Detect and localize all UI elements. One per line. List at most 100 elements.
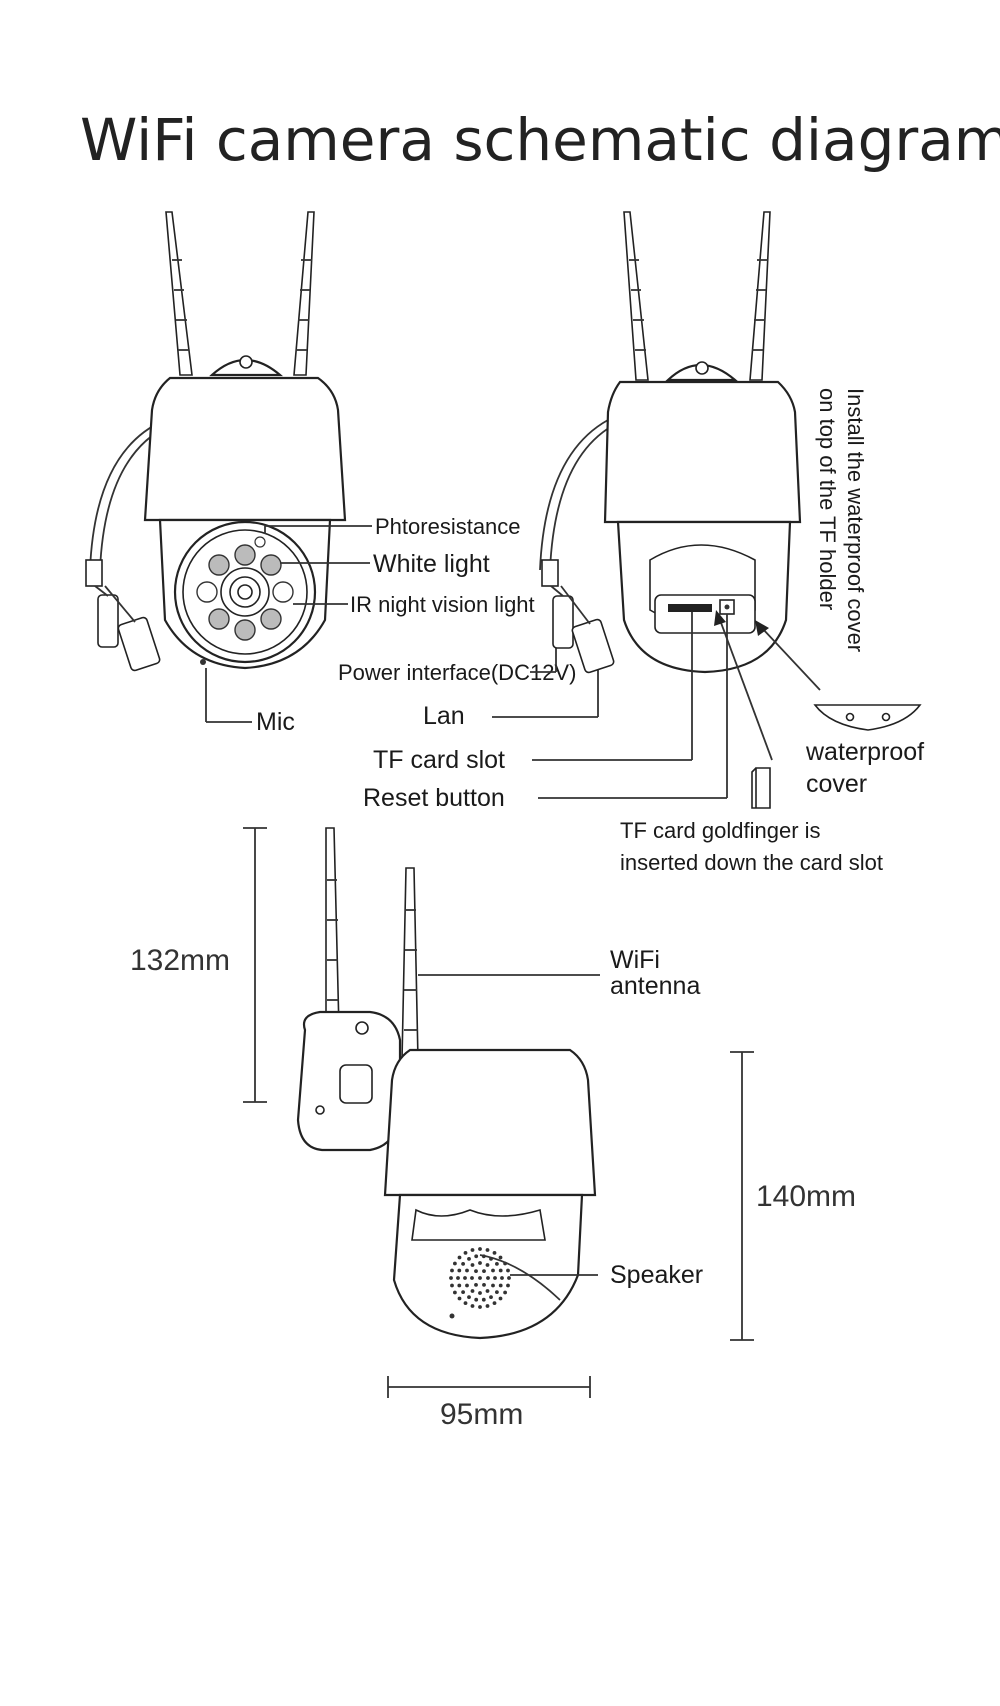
speaker-hole <box>503 1261 507 1266</box>
side-view-camera <box>296 827 597 1340</box>
speaker-hole <box>491 1283 495 1288</box>
speaker-hole <box>485 1263 490 1267</box>
speaker-hole <box>470 1276 474 1280</box>
speaker-hole <box>495 1290 499 1294</box>
rear-antenna-right <box>749 211 771 381</box>
speaker-hole <box>474 1283 478 1287</box>
speaker-hole <box>465 1283 469 1288</box>
speaker-hole <box>453 1290 457 1295</box>
install-note: Install the waterproof cover on top of t… <box>815 388 868 652</box>
speaker-hole <box>478 1291 482 1295</box>
label-reset-button: Reset button <box>363 784 505 812</box>
speaker-hole <box>485 1304 490 1308</box>
waterproof-cover-part <box>813 704 922 731</box>
label-phtoresistance: Phtoresistance <box>375 514 521 539</box>
speaker-hole <box>491 1268 495 1273</box>
speaker-hole <box>478 1276 482 1280</box>
front-view-camera <box>85 211 347 672</box>
label-goldfinger-line2: inserted down the card slot <box>620 850 883 875</box>
tf-card-slot-opening <box>668 604 712 612</box>
dim-body-height: 140mm <box>756 1180 856 1213</box>
label-install-note-line1: Install the waterproof cover <box>843 388 868 652</box>
front-connectors <box>85 559 161 672</box>
speaker-hole <box>478 1247 482 1251</box>
label-lan: Lan <box>423 702 465 730</box>
speaker-hole <box>470 1304 475 1308</box>
speaker-hole <box>478 1261 482 1265</box>
label-waterproof-cover-line2: cover <box>806 770 867 798</box>
speaker-hole <box>449 1276 453 1280</box>
speaker-hole <box>474 1254 479 1259</box>
speaker-hole <box>485 1289 490 1293</box>
page-title: WiFi camera schematic diagram <box>80 106 1000 174</box>
rear-cable <box>539 419 609 571</box>
speaker-hole <box>457 1268 462 1273</box>
speaker-hole <box>503 1290 507 1295</box>
speaker-hole <box>461 1290 465 1294</box>
speaker-hole <box>470 1289 475 1293</box>
speaker-hole <box>474 1269 478 1273</box>
speaker-hole <box>498 1283 503 1288</box>
label-wifi-antenna-line1: WiFi <box>610 946 660 974</box>
label-speaker: Speaker <box>610 1261 703 1289</box>
speaker-grille <box>449 1247 511 1309</box>
front-antenna-right <box>293 211 315 376</box>
speaker-hole <box>463 1301 468 1305</box>
goldfinger-arrow <box>714 610 726 626</box>
speaker-hole <box>492 1301 497 1305</box>
rear-view-camera <box>539 211 802 674</box>
speaker-hole <box>461 1262 465 1266</box>
dim-antenna-height: 132mm <box>130 944 230 977</box>
speaker-hole <box>470 1263 475 1267</box>
tf-card-holder <box>654 594 756 634</box>
label-white-light: White light <box>373 550 490 578</box>
speaker-hole <box>493 1276 497 1280</box>
speaker-hole <box>482 1269 486 1273</box>
speaker-hole <box>463 1276 467 1280</box>
speaker-hole <box>489 1295 493 1299</box>
speaker-hole <box>498 1296 503 1301</box>
label-goldfinger-line1: TF card goldfinger is <box>620 818 821 843</box>
white-light-led <box>234 544 256 566</box>
speaker-hole <box>498 1255 503 1260</box>
rear-callouts: TF card slot Reset button TF card goldfi… <box>363 388 924 875</box>
photoresistor <box>254 536 266 548</box>
rear-dome-housing <box>603 380 802 524</box>
speaker-hole <box>481 1254 486 1259</box>
ir-led <box>272 581 294 603</box>
label-install-note-line2: on top of the TF holder <box>815 388 840 610</box>
speaker-hole <box>495 1262 499 1266</box>
side-antenna-right <box>401 867 419 1061</box>
speaker-hole <box>465 1268 469 1273</box>
speaker-hole <box>467 1295 471 1299</box>
front-antenna-left <box>165 211 193 376</box>
speaker-hole <box>453 1261 457 1266</box>
speaker-hole <box>450 1283 454 1288</box>
speaker-hole <box>482 1283 486 1287</box>
speaker-hole <box>456 1276 460 1280</box>
dim-body-width: 95mm <box>440 1398 523 1431</box>
speaker-hole <box>506 1268 510 1273</box>
label-wifi-antenna-line2: antenna <box>610 972 700 1000</box>
label-ir-night-vision-light: IR night vision light <box>350 592 535 617</box>
speaker-hole <box>485 1248 490 1252</box>
speaker-hole <box>457 1283 462 1288</box>
speaker-hole <box>467 1257 471 1261</box>
side-dome-housing <box>383 1048 597 1197</box>
speaker-hole <box>486 1276 490 1280</box>
rear-antenna-left <box>623 211 649 381</box>
speaker-hole <box>489 1257 493 1261</box>
tf-card-icon <box>751 767 771 809</box>
front-dome-housing <box>143 376 347 522</box>
front-callouts: Phtoresistance White light IR night visi… <box>205 514 599 736</box>
speaker-hole <box>463 1251 468 1255</box>
front-cable <box>89 419 166 571</box>
speaker-hole <box>507 1276 511 1280</box>
speaker-hole <box>457 1296 462 1301</box>
rear-connectors <box>541 559 615 674</box>
speaker-hole <box>506 1283 510 1288</box>
side-callouts: WiFi antenna Speaker 132mm 140mm 95mm <box>130 827 856 1431</box>
label-tf-card-slot: TF card slot <box>373 746 505 774</box>
